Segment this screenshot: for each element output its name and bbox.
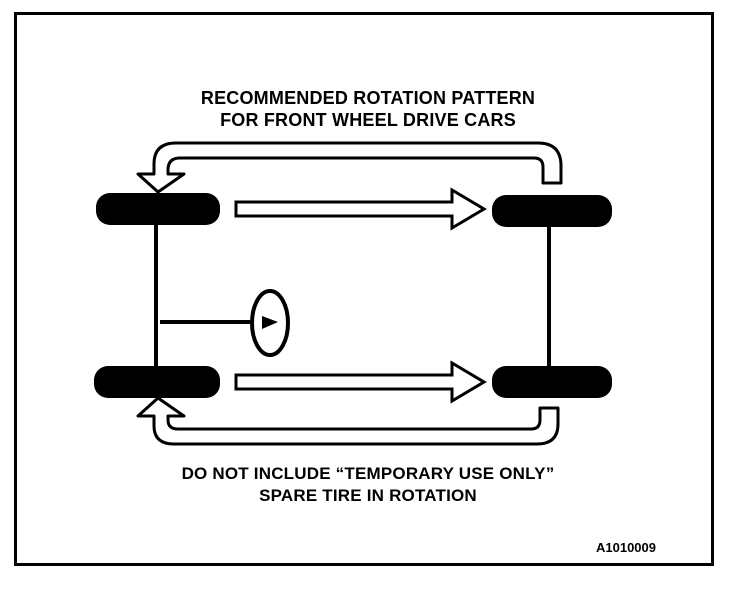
arrow-cross-back-bottom bbox=[136, 396, 560, 446]
diagram-frame bbox=[14, 12, 714, 566]
spare-link-arrowhead bbox=[262, 316, 278, 329]
arrow-left-to-right-top bbox=[234, 187, 487, 231]
arrow-left-to-right-bottom bbox=[234, 360, 487, 404]
spare-note-line-2: SPARE TIRE IN ROTATION bbox=[259, 486, 477, 505]
tire-front-left bbox=[96, 193, 220, 225]
tire-rear-left bbox=[94, 366, 220, 398]
figure-code: A1010009 bbox=[596, 540, 656, 555]
arrow-cross-back-top bbox=[136, 141, 563, 194]
diagram-title-line-1: RECOMMENDED ROTATION PATTERN bbox=[200, 88, 536, 108]
tire-rear-right bbox=[492, 366, 612, 398]
tire-front-right bbox=[492, 195, 612, 227]
diagram-title-line-2: FOR FRONT WHEEL DRIVE CARS bbox=[220, 110, 516, 130]
spare-note-line-1: DO NOT INCLUDE “TEMPORARY USE ONLY” bbox=[181, 464, 555, 483]
